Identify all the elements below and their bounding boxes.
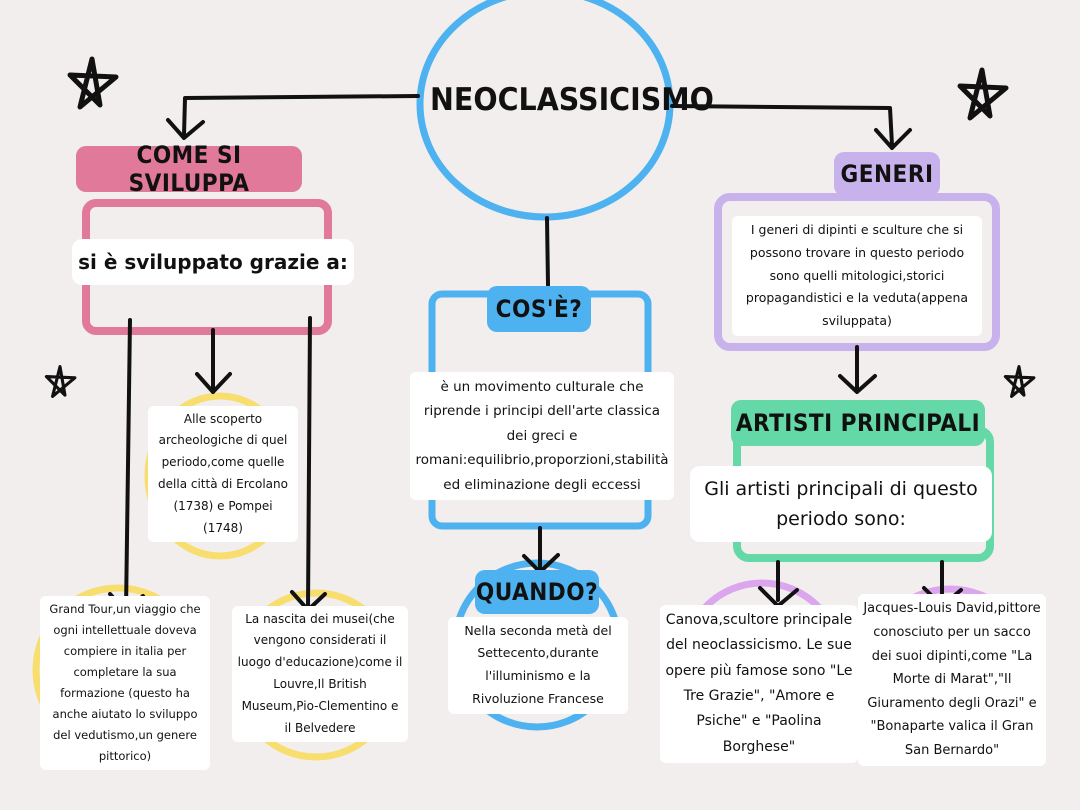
david-text: Jacques-Louis David,pittore conosciuto p… [858, 594, 1046, 766]
develop-intro: si è sviluppato grazie a: [72, 239, 354, 285]
arrow-down-icon [195, 328, 232, 394]
arrow-down-icon [838, 345, 877, 394]
what-heading: COS'È? [487, 286, 591, 332]
star-icon [1003, 365, 1036, 398]
grand-tour-text: Grand Tour,un viaggio che ogni intellett… [40, 596, 210, 770]
arrow-down-icon [166, 94, 420, 140]
develop-heading: COME SI SVILUPPA [76, 141, 302, 197]
artists-intro: Gli artisti principali di questo periodo… [690, 466, 992, 542]
arrow-down-icon [670, 104, 912, 150]
center-circle [416, 0, 674, 221]
when-heading: QUANDO? [475, 570, 599, 614]
when-text: Nella seconda metà del Settecento,durant… [448, 616, 628, 714]
what-text: è un movimento culturale che riprende i … [410, 340, 674, 532]
excavations-text: Alle scoperto archeologiche di quel peri… [148, 405, 298, 543]
center-title: NEOCLASSICISMO [430, 82, 714, 118]
arrow-down-icon [108, 318, 145, 614]
artists-heading: ARTISTI PRINCIPALI [731, 400, 985, 446]
star-icon [960, 70, 1006, 118]
genres-text: I generi di dipinti e sculture che si po… [732, 216, 982, 336]
star-icon [44, 365, 77, 398]
genres-heading: GENERI [834, 152, 940, 196]
star-icon [70, 59, 116, 107]
museums-text: La nascita dei musei(che vengono conside… [232, 605, 408, 743]
canova-text: Canova,scultore principale del neoclassi… [660, 604, 858, 764]
